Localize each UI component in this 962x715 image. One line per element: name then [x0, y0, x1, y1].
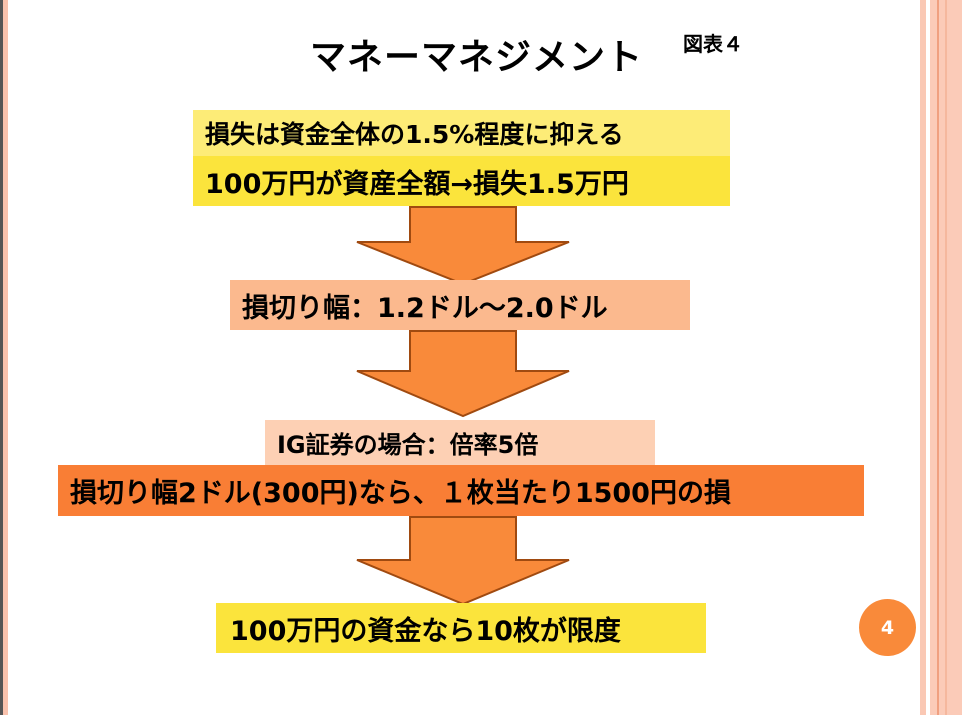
broker-box: IG証券の場合：倍率5倍	[265, 420, 655, 465]
rule-box: 損失は資金全体の1.5%程度に抑える	[193, 110, 730, 156]
down-arrow-icon	[356, 516, 570, 606]
stop-range-box: 損切り幅：1.2ドル～2.0ドル	[230, 280, 690, 330]
page-number-badge: 4	[859, 599, 916, 656]
loss-per-lot-box: 損切り幅2ドル(300円)なら、１枚当たり1500円の損	[58, 465, 864, 516]
down-arrow-icon	[356, 206, 570, 286]
figure-label: 図表４	[683, 32, 743, 56]
right-border-stripe	[920, 0, 926, 715]
right-border-line	[945, 0, 947, 715]
left-border	[0, 0, 3, 715]
limit-box: 100万円の資金なら10枚が限度	[216, 603, 706, 653]
example-box: 100万円が資産全額→損失1.5万円	[193, 156, 730, 206]
left-border-accent	[3, 0, 8, 715]
slide-title: マネーマネジメント	[310, 37, 644, 78]
right-border-line	[937, 0, 939, 715]
down-arrow-icon	[356, 330, 570, 418]
